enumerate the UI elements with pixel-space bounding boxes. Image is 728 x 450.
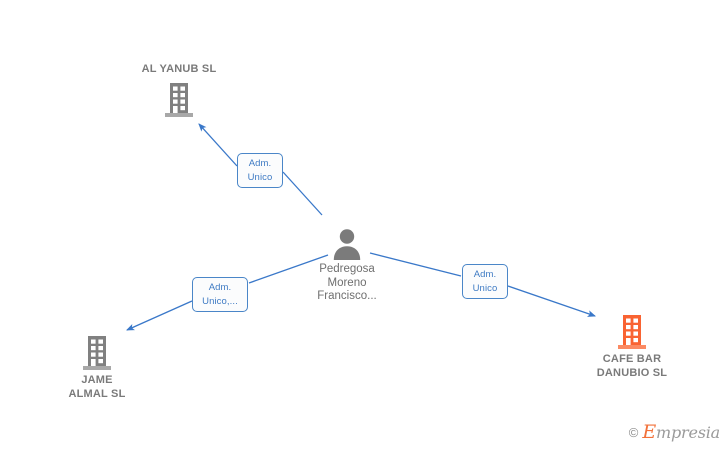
copyright-icon: © bbox=[628, 424, 639, 440]
building-icon[interactable] bbox=[104, 82, 254, 118]
person-icon[interactable] bbox=[272, 228, 422, 260]
empresia-logo-rest: mpresia bbox=[656, 423, 720, 442]
building-icon[interactable] bbox=[557, 314, 707, 350]
node-label-pedregosa: Pedregosa Moreno Francisco... bbox=[317, 263, 377, 302]
building-icon[interactable] bbox=[22, 335, 172, 371]
node-jame-almal[interactable]: JAME ALMAL SL bbox=[22, 335, 172, 401]
empresia-logo-lead: E bbox=[642, 421, 656, 443]
node-label-cafe-bar-danubio: CAFE BAR DANUBIO SL bbox=[596, 353, 668, 379]
node-cafe-bar-danubio[interactable]: CAFE BAR DANUBIO SL bbox=[557, 314, 707, 380]
node-label-jame-almal: JAME ALMAL SL bbox=[68, 374, 126, 400]
edge-line-jame-almal-head bbox=[126, 300, 193, 331]
empresia-logo: Empresia bbox=[642, 421, 720, 443]
edge-line-al-yanub-head bbox=[198, 123, 238, 167]
edge-label-al-yanub[interactable]: Adm. Unico bbox=[237, 153, 283, 188]
node-al-yanub[interactable]: AL YANUB SL bbox=[104, 63, 254, 118]
node-pedregosa[interactable]: Pedregosa Moreno Francisco... bbox=[272, 228, 422, 304]
edge-label-cafe-bar-danubio[interactable]: Adm. Unico bbox=[462, 264, 508, 299]
edge-line-cafe-bar-head bbox=[507, 285, 596, 317]
edge-label-jame-almal[interactable]: Adm. Unico,... bbox=[192, 277, 248, 312]
node-label-al-yanub: AL YANUB SL bbox=[141, 63, 217, 75]
empresia-watermark: © Empresia bbox=[629, 421, 720, 443]
edge-line-al-yanub bbox=[282, 171, 323, 216]
